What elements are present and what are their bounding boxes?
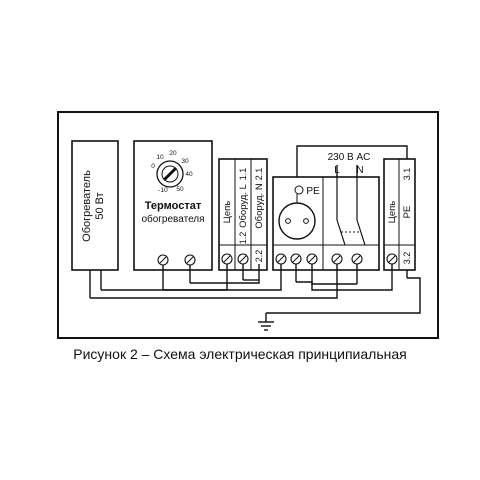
thermostat-terminals	[157, 254, 196, 266]
terminal-label-pe-right: PE	[402, 206, 413, 219]
socket-terminals	[275, 253, 318, 265]
terminal-number-1-1: 1.1	[238, 168, 248, 181]
supply-voltage-label: 230 В AC	[328, 152, 371, 163]
dial-mark-50: 50	[176, 186, 184, 193]
dial-mark-minus-10: -10	[158, 187, 168, 194]
thermostat-dial: 0 10 20 30 40 50 -10	[151, 150, 193, 194]
supply-n-label: N	[356, 165, 363, 176]
heater-label: Обогреватель	[81, 170, 93, 242]
outer-frame	[57, 111, 439, 339]
dial-mark-30: 30	[181, 158, 189, 165]
socket-outlet-icon	[278, 202, 316, 240]
figure-caption: Рисунок 2 – Схема электрическая принципи…	[73, 346, 407, 362]
thermostat-subtitle: обогревателя	[141, 213, 204, 225]
dial-mark-20: 20	[169, 150, 177, 157]
terminal-label-circuit-right: Цепь	[387, 201, 398, 223]
terminal-label-equipment-n: Оборуд. N	[254, 183, 265, 229]
pe-label: PE	[306, 186, 320, 197]
pe-terminal-icon	[294, 185, 304, 195]
terminal-label-equipment-l: Оборуд. L	[238, 184, 249, 228]
thermostat-title: Термостат	[145, 200, 202, 212]
heater-power-label: 50 Вт	[94, 192, 106, 219]
heater-block: Обогреватель 50 Вт	[71, 140, 119, 298]
dial-mark-40: 40	[185, 171, 193, 178]
terminal-number-1-2: 1.2	[238, 232, 248, 245]
terminal-label-circuit: Цепь	[222, 201, 233, 223]
bottom-wiring	[90, 274, 421, 322]
double-pole-switch-icon	[331, 177, 366, 265]
ground-icon	[258, 321, 274, 331]
terminal-number-3-1: 3.1	[402, 168, 412, 181]
terminal-number-2-2: 2.2	[254, 250, 264, 263]
terminal-number-2-1: 2.1	[254, 168, 264, 181]
dial-mark-0: 0	[151, 163, 155, 170]
terminal-block-left: Цепь Оборуд. L Оборуд. N 1.1 2.1 1.2 2.2	[218, 158, 268, 280]
terminal-number-3-2: 3.2	[402, 252, 412, 265]
terminal-block-right: Цепь PE 3.1 3.2	[383, 158, 416, 278]
thermostat-block: 0 10 20 30 40 50 -10 Термостат обогреват…	[133, 140, 213, 290]
dial-mark-10: 10	[156, 154, 164, 161]
socket-block: PE	[272, 176, 380, 284]
supply-wires	[296, 145, 408, 177]
